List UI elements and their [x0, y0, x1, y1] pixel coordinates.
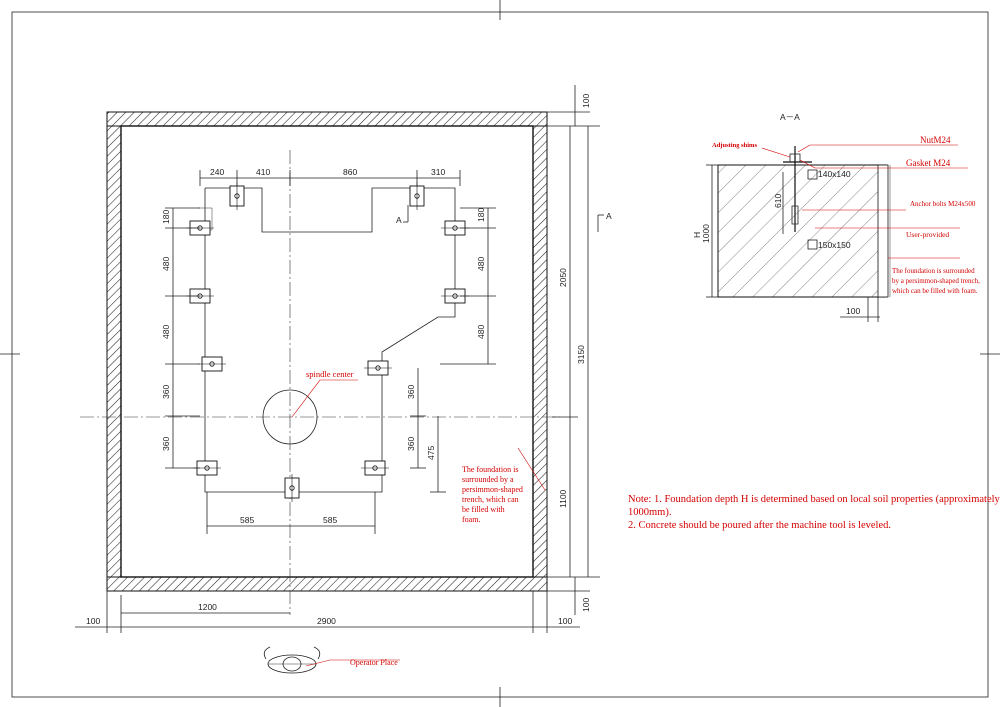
- user-provided-label: User-provided: [906, 230, 949, 239]
- bottom-inner-dimension-line: [206, 492, 376, 534]
- operator-place-label: Operator Place: [350, 658, 398, 667]
- dim-top-3: 860: [343, 167, 357, 177]
- svg-text:trench, which can: trench, which can: [462, 495, 519, 504]
- top-dimension-line: [199, 170, 461, 186]
- section-soil: [877, 164, 891, 298]
- right-dimension-line: [410, 207, 496, 493]
- operator-symbol: [263, 646, 321, 674]
- dim-right-4: 360: [406, 385, 416, 399]
- dim-side-1100: 1100: [558, 489, 568, 508]
- box-top-label: 140x140: [818, 169, 851, 179]
- spindle-leader: [291, 379, 358, 418]
- section-mark-left-label: A: [396, 215, 402, 225]
- trench-note: The foundation is surrounded by a persim…: [462, 465, 523, 524]
- box-bottom-label: 150x150: [818, 240, 851, 250]
- section-trench-note: The foundation is surrounded by a persim…: [892, 267, 980, 295]
- dim-side-100-bottom: 100: [581, 598, 591, 612]
- h-label: H: [692, 232, 702, 238]
- svg-text:be filled with: be filled with: [462, 505, 505, 514]
- left-dimension-line: [165, 207, 200, 469]
- section-dimension-lines: [706, 164, 880, 322]
- dim-right-1: 180: [476, 208, 486, 222]
- dim-left-2: 480: [161, 257, 171, 271]
- dim-top-2: 410: [256, 167, 270, 177]
- dim-bottom-100-right: 100: [558, 616, 572, 626]
- side-dimension-lines: [547, 85, 600, 615]
- dim-right-3: 480: [476, 325, 486, 339]
- dim-top-1: 240: [210, 167, 224, 177]
- notes: Note: 1. Foundation depth H is determine…: [628, 494, 1000, 531]
- section-mark-right-label: A: [606, 211, 612, 221]
- dim-left-3: 480: [161, 325, 171, 339]
- note-line-2: 1000mm).: [628, 507, 671, 518]
- svg-text:surrounded by a: surrounded by a: [462, 475, 514, 484]
- svg-text:The foundation is: The foundation is: [462, 465, 518, 474]
- trench-note-leader: [517, 447, 546, 491]
- section-mark-right: [597, 214, 604, 232]
- dim-left-5: 360: [161, 437, 171, 451]
- note-line-3: 2. Concrete should be poured after the m…: [628, 520, 891, 531]
- center-lines: [80, 150, 560, 615]
- dim-right-2: 480: [476, 257, 486, 271]
- total-depth-label: 1000: [701, 224, 711, 243]
- svg-text:foam.: foam.: [462, 515, 480, 524]
- anchor-bolts-label: Anchor bolts M24x500: [910, 200, 976, 208]
- dim-bottom-inner-1: 585: [240, 515, 254, 525]
- dim-bottom-100-left: 100: [86, 616, 100, 626]
- nut-label: NutM24: [920, 135, 951, 145]
- dim-side-3150: 3150: [576, 345, 586, 364]
- svg-text:by a persimmon-shaped trench,: by a persimmon-shaped trench,: [892, 277, 980, 285]
- spindle-center-label: spindle center: [306, 369, 354, 379]
- note-line-1: Note: 1. Foundation depth H is determine…: [628, 494, 1000, 505]
- depth-dim-label: 610: [773, 194, 783, 208]
- section-mark-left: [403, 205, 409, 223]
- svg-text:which can be filled with foam.: which can be filled with foam.: [892, 287, 978, 295]
- svg-text:persimmon-shaped: persimmon-shaped: [462, 485, 523, 494]
- dim-left-1: 180: [161, 210, 171, 224]
- dim-right-6: 475: [426, 446, 436, 460]
- section-leaders: [761, 144, 968, 259]
- dim-bottom-1200: 1200: [198, 602, 217, 612]
- adjusting-shims-label: Adjusting shims: [712, 142, 757, 149]
- svg-text:The foundation is surrounded: The foundation is surrounded: [892, 267, 975, 275]
- dim-top-4: 310: [431, 167, 445, 177]
- operator-leader: [305, 659, 400, 667]
- machine-outline: [204, 187, 456, 493]
- dim-bottom-inner-2: 585: [323, 515, 337, 525]
- dim-right-5: 360: [406, 437, 416, 451]
- foundation-pit: [106, 111, 548, 592]
- gasket-label: Gasket M24: [906, 158, 951, 168]
- section-title: A－A: [780, 112, 800, 122]
- spindle-circle: [262, 389, 318, 445]
- dim-side-100-top: 100: [581, 94, 591, 108]
- dim-side-2050: 2050: [558, 268, 568, 287]
- dim-left-4: 360: [161, 385, 171, 399]
- dim-bottom-2900: 2900: [317, 616, 336, 626]
- bottom-dimension-lines: [75, 591, 580, 633]
- section-concrete: [717, 164, 887, 298]
- section-bottom-dim: 100: [846, 306, 860, 316]
- section-bolt: [783, 146, 818, 250]
